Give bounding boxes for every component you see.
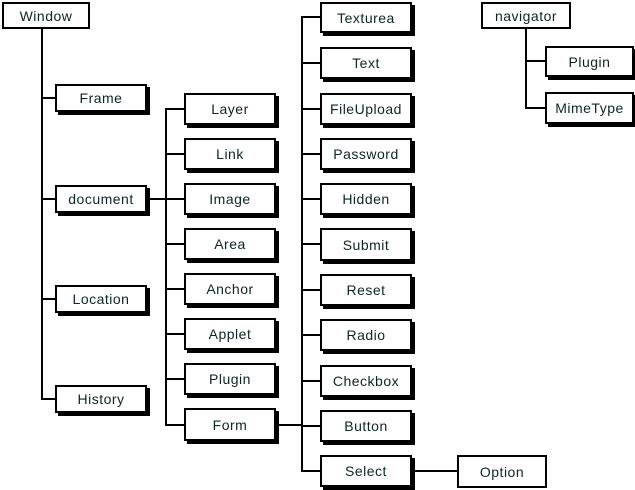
node-layer: Layer [184,93,276,125]
connector-form-text [301,62,320,64]
connector-document-trunk [165,108,167,426]
node-button: Button [320,410,412,442]
connector-document-applet [165,333,184,335]
node-fileupload: FileUpload [320,93,412,125]
node-history: History [55,385,147,413]
connector-form-out [276,424,301,426]
connector-form-checkbox [301,380,320,382]
connector-document-image [165,198,184,200]
node-plugin-document: Plugin [184,363,276,395]
connector-window-document [41,198,55,200]
connector-window-history [41,398,55,400]
node-window: Window [2,2,90,29]
node-applet: Applet [184,318,276,350]
connector-form-button [301,425,320,427]
connector-window-frame [41,97,55,99]
node-anchor: Anchor [184,273,276,305]
node-option: Option [457,455,547,488]
node-select: Select [320,455,412,487]
node-hidden: Hidden [320,183,412,215]
node-plugin-navigator: Plugin [545,46,634,77]
node-reset: Reset [320,274,412,306]
connector-document-area [165,243,184,245]
connector-form-texturea [301,16,320,18]
connector-document-form [165,424,184,426]
node-link: Link [184,138,276,170]
node-texturea: Texturea [320,2,412,33]
connector-document-out [147,198,165,200]
connector-form-fileupload [301,108,320,110]
connector-document-anchor [165,288,184,290]
node-navigator: navigator [481,2,571,29]
node-form: Form [184,408,276,441]
connector-document-plugin [165,378,184,380]
connector-window-location [41,298,55,300]
node-area: Area [184,228,276,260]
node-submit: Submit [320,228,412,261]
connector-form-radio [301,334,320,336]
node-text: Text [320,47,412,79]
connector-form-reset [301,289,320,291]
connector-form-select [301,470,320,472]
connector-navigator-plugin [525,60,545,62]
connector-navigator-mimetype [525,107,545,109]
node-location: Location [55,285,147,313]
connector-form-submit [301,243,320,245]
connector-form-hidden [301,198,320,200]
node-password: Password [320,138,412,170]
connector-window-trunk [41,29,43,400]
connector-document-link [165,153,184,155]
node-image: Image [184,183,276,215]
connector-form-password [301,153,320,155]
connector-document-layer [165,108,184,110]
node-document: document [55,185,147,213]
connector-navigator-trunk [525,29,527,109]
node-mimetype: MimeType [545,92,634,124]
node-checkbox: Checkbox [320,365,412,397]
node-radio: Radio [320,319,412,351]
node-frame: Frame [55,84,147,112]
connector-select-option [412,470,457,472]
